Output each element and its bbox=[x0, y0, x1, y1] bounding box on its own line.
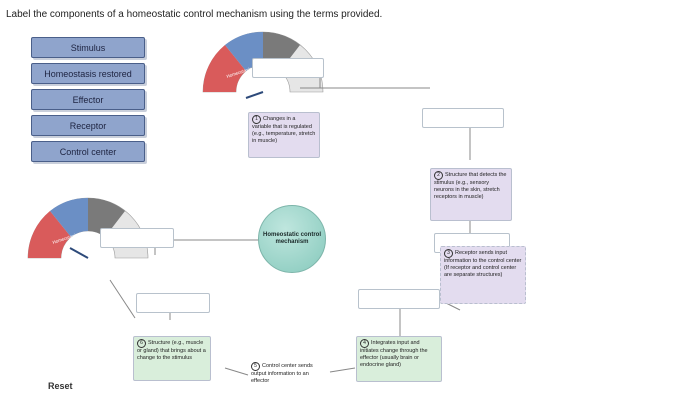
term-homeostasis-restored[interactable]: Homeostasis restored bbox=[31, 63, 145, 84]
instruction-text: Label the components of a homeostatic co… bbox=[6, 9, 383, 20]
step-1-number: 1 bbox=[252, 115, 261, 124]
step-1-text: Changes in a variable that is regulated … bbox=[252, 116, 316, 144]
reset-button[interactable]: Reset bbox=[48, 381, 73, 391]
term-control-center[interactable]: Control center bbox=[31, 141, 145, 162]
step-6-text: Structure (e.g., muscle or gland) that b… bbox=[137, 340, 206, 361]
step-5-number: 5 bbox=[251, 362, 260, 371]
drop-zone-6[interactable] bbox=[358, 289, 440, 309]
step-5-text: Control center sends output information … bbox=[251, 363, 313, 384]
term-stimulus[interactable]: Stimulus bbox=[31, 37, 145, 58]
step-3-number: 3 bbox=[444, 249, 453, 258]
step-2-number: 2 bbox=[434, 171, 443, 180]
step-6-number: 6 bbox=[137, 339, 146, 348]
step-2-text: Structure that detects the stimulus (e.g… bbox=[434, 172, 507, 200]
drop-zone-2[interactable] bbox=[422, 108, 504, 128]
term-effector[interactable]: Effector bbox=[31, 89, 145, 110]
step-4-text: Integrates input and initiates change th… bbox=[360, 340, 428, 368]
drop-zone-3[interactable] bbox=[100, 228, 174, 248]
step-3-text: Receptor sends input information to the … bbox=[444, 250, 522, 278]
drop-zone-1[interactable] bbox=[252, 58, 324, 78]
homeostatic-control-mechanism: Homeostatic control mechanism bbox=[258, 205, 326, 273]
step-4-number: 4 bbox=[360, 339, 369, 348]
term-receptor[interactable]: Receptor bbox=[31, 115, 145, 136]
drop-zone-5[interactable] bbox=[136, 293, 210, 313]
